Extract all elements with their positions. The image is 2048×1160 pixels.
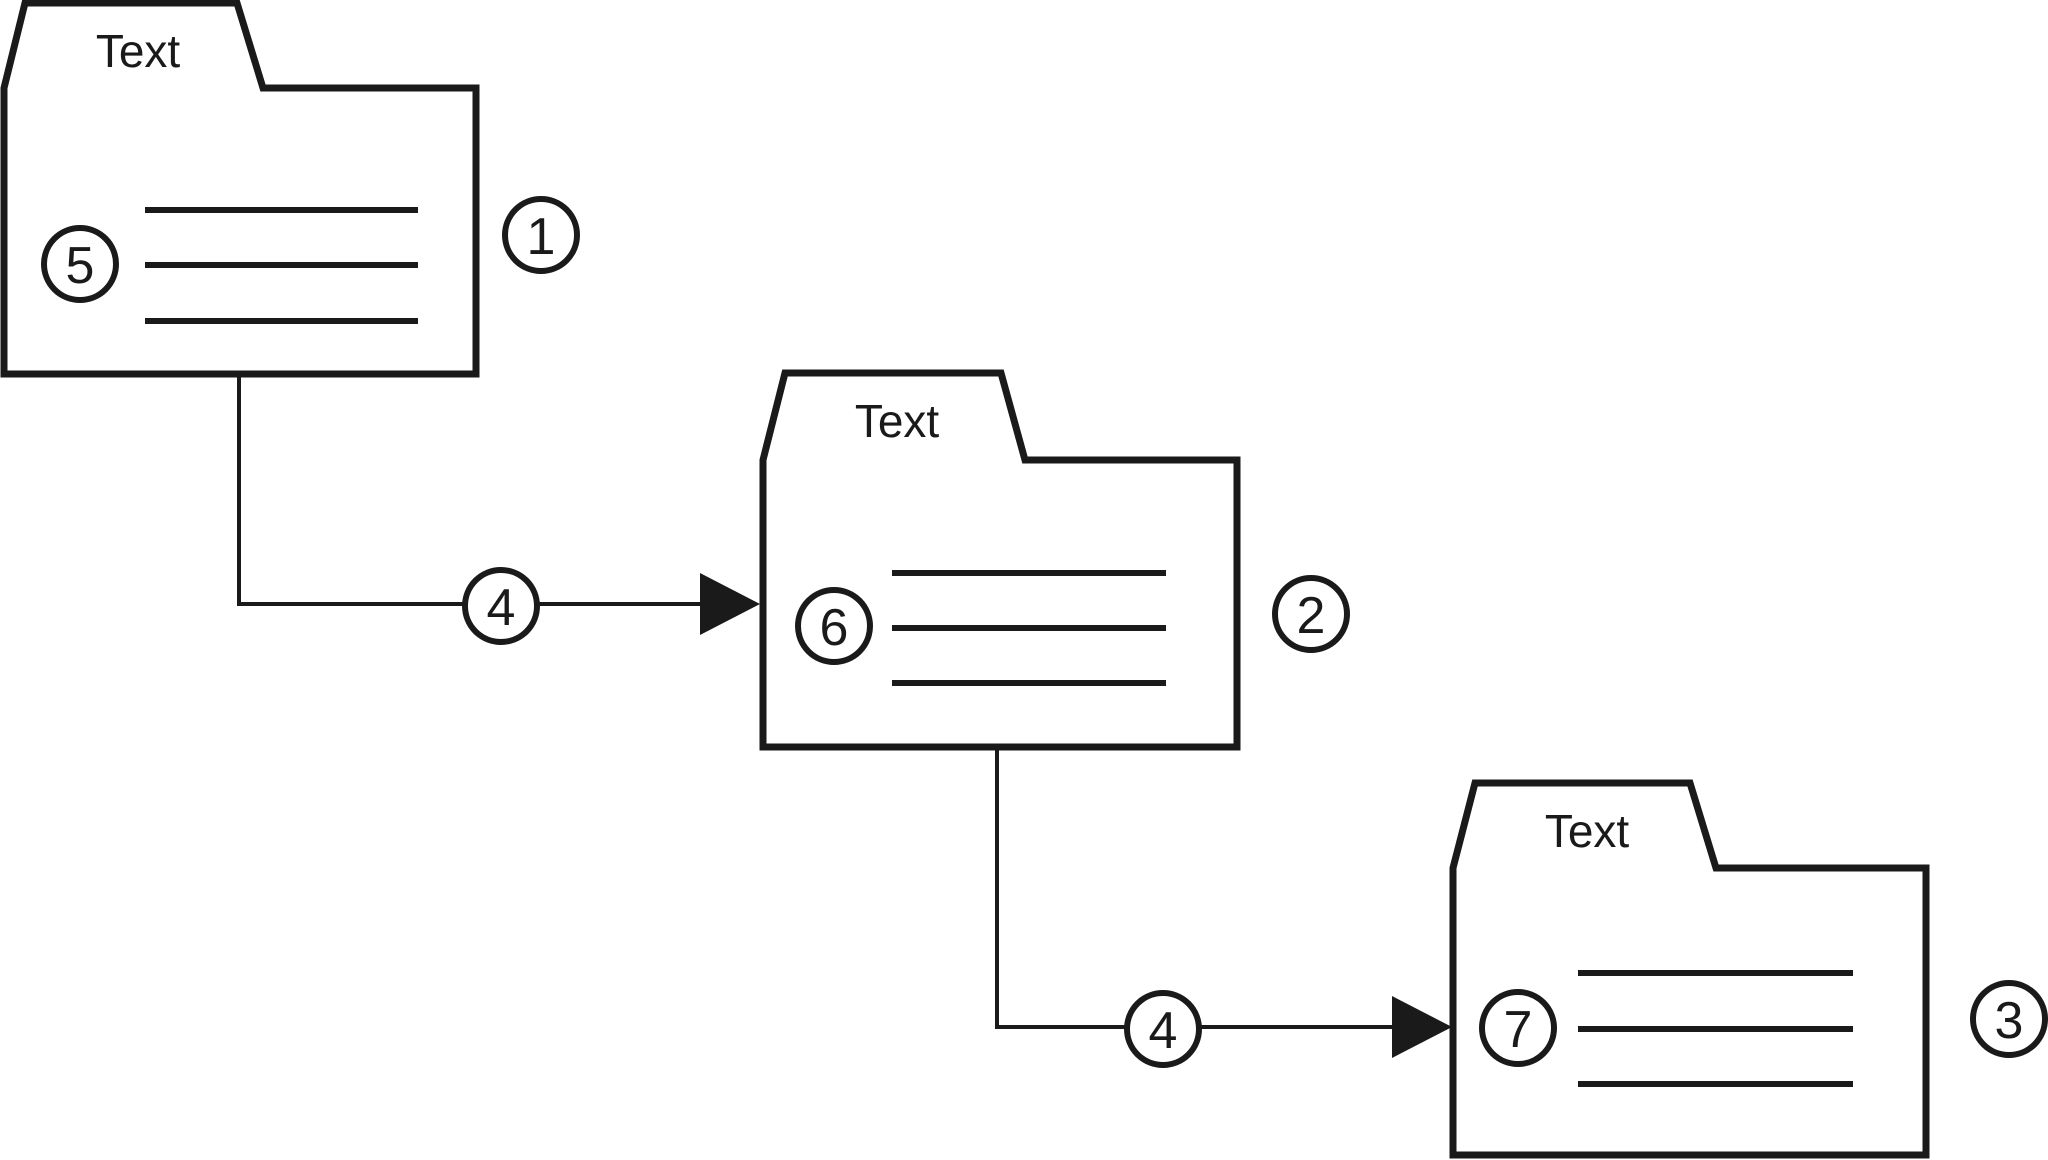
folder-node-1: Text 5 1 bbox=[0, 0, 580, 378]
folder-2-inner-badge-circle bbox=[795, 587, 873, 665]
connector-2-3-badge-number: 4 bbox=[1149, 1002, 1178, 1060]
connector-2-3-arrowhead-icon bbox=[1392, 996, 1452, 1058]
folder-1-outline bbox=[0, 0, 480, 378]
folder-node-3: Text 7 3 bbox=[1449, 779, 2048, 1159]
folder-1-inner-badge: 5 bbox=[41, 225, 119, 303]
connector-2-3: 4 bbox=[995, 750, 1452, 1068]
connector-1-2-badge-number: 4 bbox=[487, 579, 516, 637]
folder-2-number-badge-number: 2 bbox=[1297, 587, 1326, 645]
folder-3-number-badge: 3 bbox=[1970, 980, 2048, 1058]
folder-1-inner-badge-number: 5 bbox=[66, 237, 95, 295]
connector-2-3-line bbox=[995, 750, 1444, 1029]
connector-1-2-arrowhead-icon bbox=[700, 573, 760, 635]
folder-1-label: Text bbox=[96, 25, 181, 77]
folder-3-inner-badge: 7 bbox=[1479, 989, 1557, 1067]
folder-3-number-badge-number: 3 bbox=[1995, 992, 2024, 1050]
connector-1-2: 4 bbox=[237, 377, 760, 645]
folder-2-number-badge-circle bbox=[1272, 575, 1350, 653]
connector-1-2-line bbox=[237, 377, 752, 606]
folder-3-inner-badge-number: 7 bbox=[1504, 1001, 1533, 1059]
folder-1-inner-badge-circle bbox=[41, 225, 119, 303]
connector-1-2-badge-circle bbox=[462, 567, 540, 645]
folder-2-outline bbox=[759, 369, 1241, 751]
folder-2-label: Text bbox=[855, 395, 940, 447]
folder-3-inner-badge-circle bbox=[1479, 989, 1557, 1067]
folder-1-number-badge-circle bbox=[502, 196, 580, 274]
folder-1-number-badge: 1 bbox=[502, 196, 580, 274]
folder-3-label: Text bbox=[1545, 805, 1630, 857]
folder-3-number-badge-circle bbox=[1970, 980, 2048, 1058]
folder-node-2: Text 6 2 bbox=[759, 369, 1350, 751]
folder-2-inner-badge-number: 6 bbox=[820, 599, 849, 657]
folder-2-inner-badge: 6 bbox=[795, 587, 873, 665]
connector-2-3-badge-circle bbox=[1124, 990, 1202, 1068]
folder-1-number-badge-number: 1 bbox=[527, 208, 556, 266]
folder-3-outline bbox=[1449, 779, 1930, 1159]
folder-2-number-badge: 2 bbox=[1272, 575, 1350, 653]
